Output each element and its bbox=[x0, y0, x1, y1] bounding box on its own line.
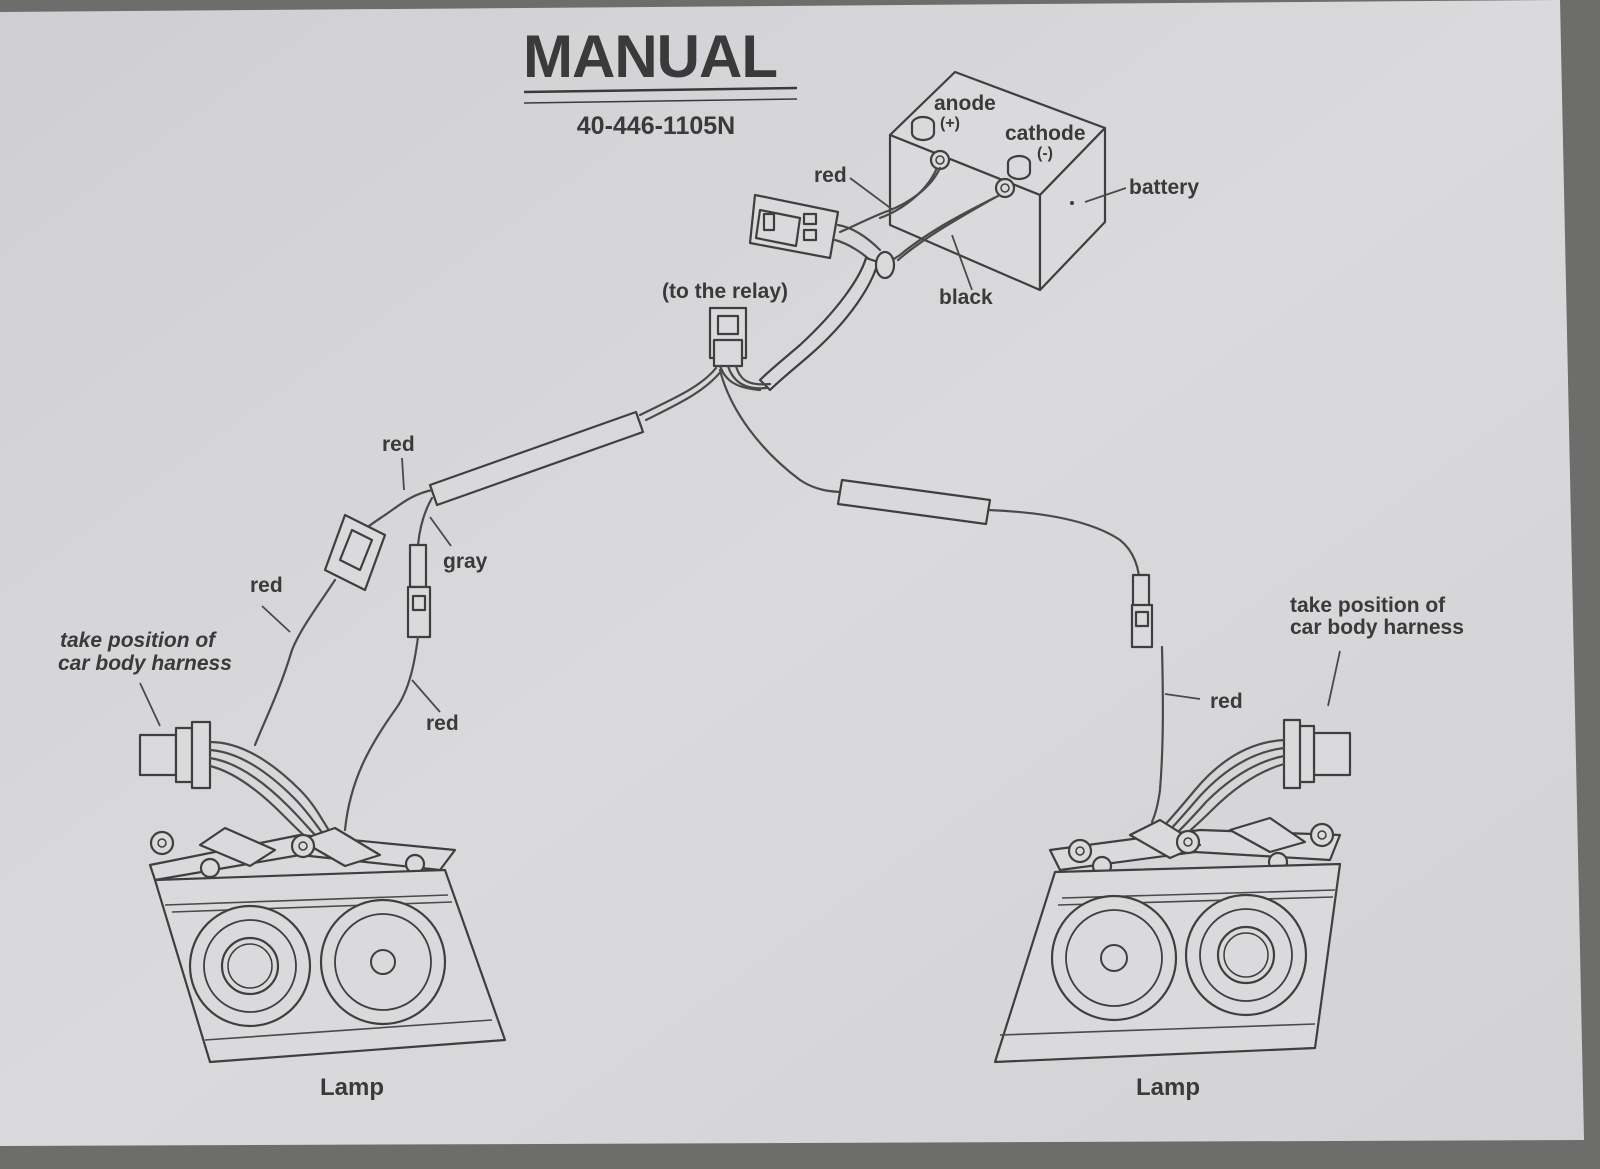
harness-right-line2: car body harness bbox=[1290, 616, 1464, 639]
lamp-right bbox=[993, 816, 1342, 1064]
red-right-label: red bbox=[1210, 690, 1243, 713]
red-battery-label: red bbox=[814, 164, 847, 187]
cathode-label: cathode bbox=[1005, 122, 1086, 145]
red-lower-left-label: red bbox=[426, 712, 459, 735]
black-label: black bbox=[939, 286, 993, 309]
gray-label: gray bbox=[443, 550, 488, 573]
red-left-label: red bbox=[250, 574, 283, 597]
left-trunk bbox=[253, 366, 724, 832]
manual-header: MANUAL 40-446-1105N bbox=[523, 23, 798, 140]
manual-title: MANUAL bbox=[523, 23, 777, 90]
anode-sign-label: (+) bbox=[940, 115, 960, 132]
relay-connector bbox=[708, 306, 772, 392]
cathode-sign-label: (-) bbox=[1037, 145, 1053, 162]
harness-connector-right bbox=[1158, 718, 1352, 844]
sleeve-left bbox=[428, 410, 645, 507]
labels: anode (+) cathode (-) battery red black … bbox=[58, 92, 1464, 1101]
lamp-right-label: Lamp bbox=[1136, 1074, 1200, 1101]
to-relay-label: (to the relay) bbox=[662, 280, 788, 303]
harness-left-line2: car body harness bbox=[58, 652, 232, 675]
trunk-sleeve-upper bbox=[758, 256, 880, 392]
right-trunk bbox=[718, 368, 1164, 824]
harness-left-line1: take position of bbox=[60, 629, 217, 652]
leader-lines bbox=[139, 177, 1341, 727]
fuse-holder bbox=[748, 193, 882, 264]
part-number: 40-446-1105N bbox=[577, 112, 735, 140]
lamp-left bbox=[148, 826, 507, 1064]
battery-label: battery bbox=[1129, 176, 1199, 199]
sleeve-right bbox=[836, 478, 992, 526]
anode-label: anode bbox=[934, 92, 996, 115]
harness-right-line1: take position of bbox=[1290, 594, 1446, 617]
lamp-left-label: Lamp bbox=[320, 1074, 384, 1101]
harness-connector-left bbox=[138, 720, 332, 844]
red-upper-left-label: red bbox=[382, 433, 415, 456]
